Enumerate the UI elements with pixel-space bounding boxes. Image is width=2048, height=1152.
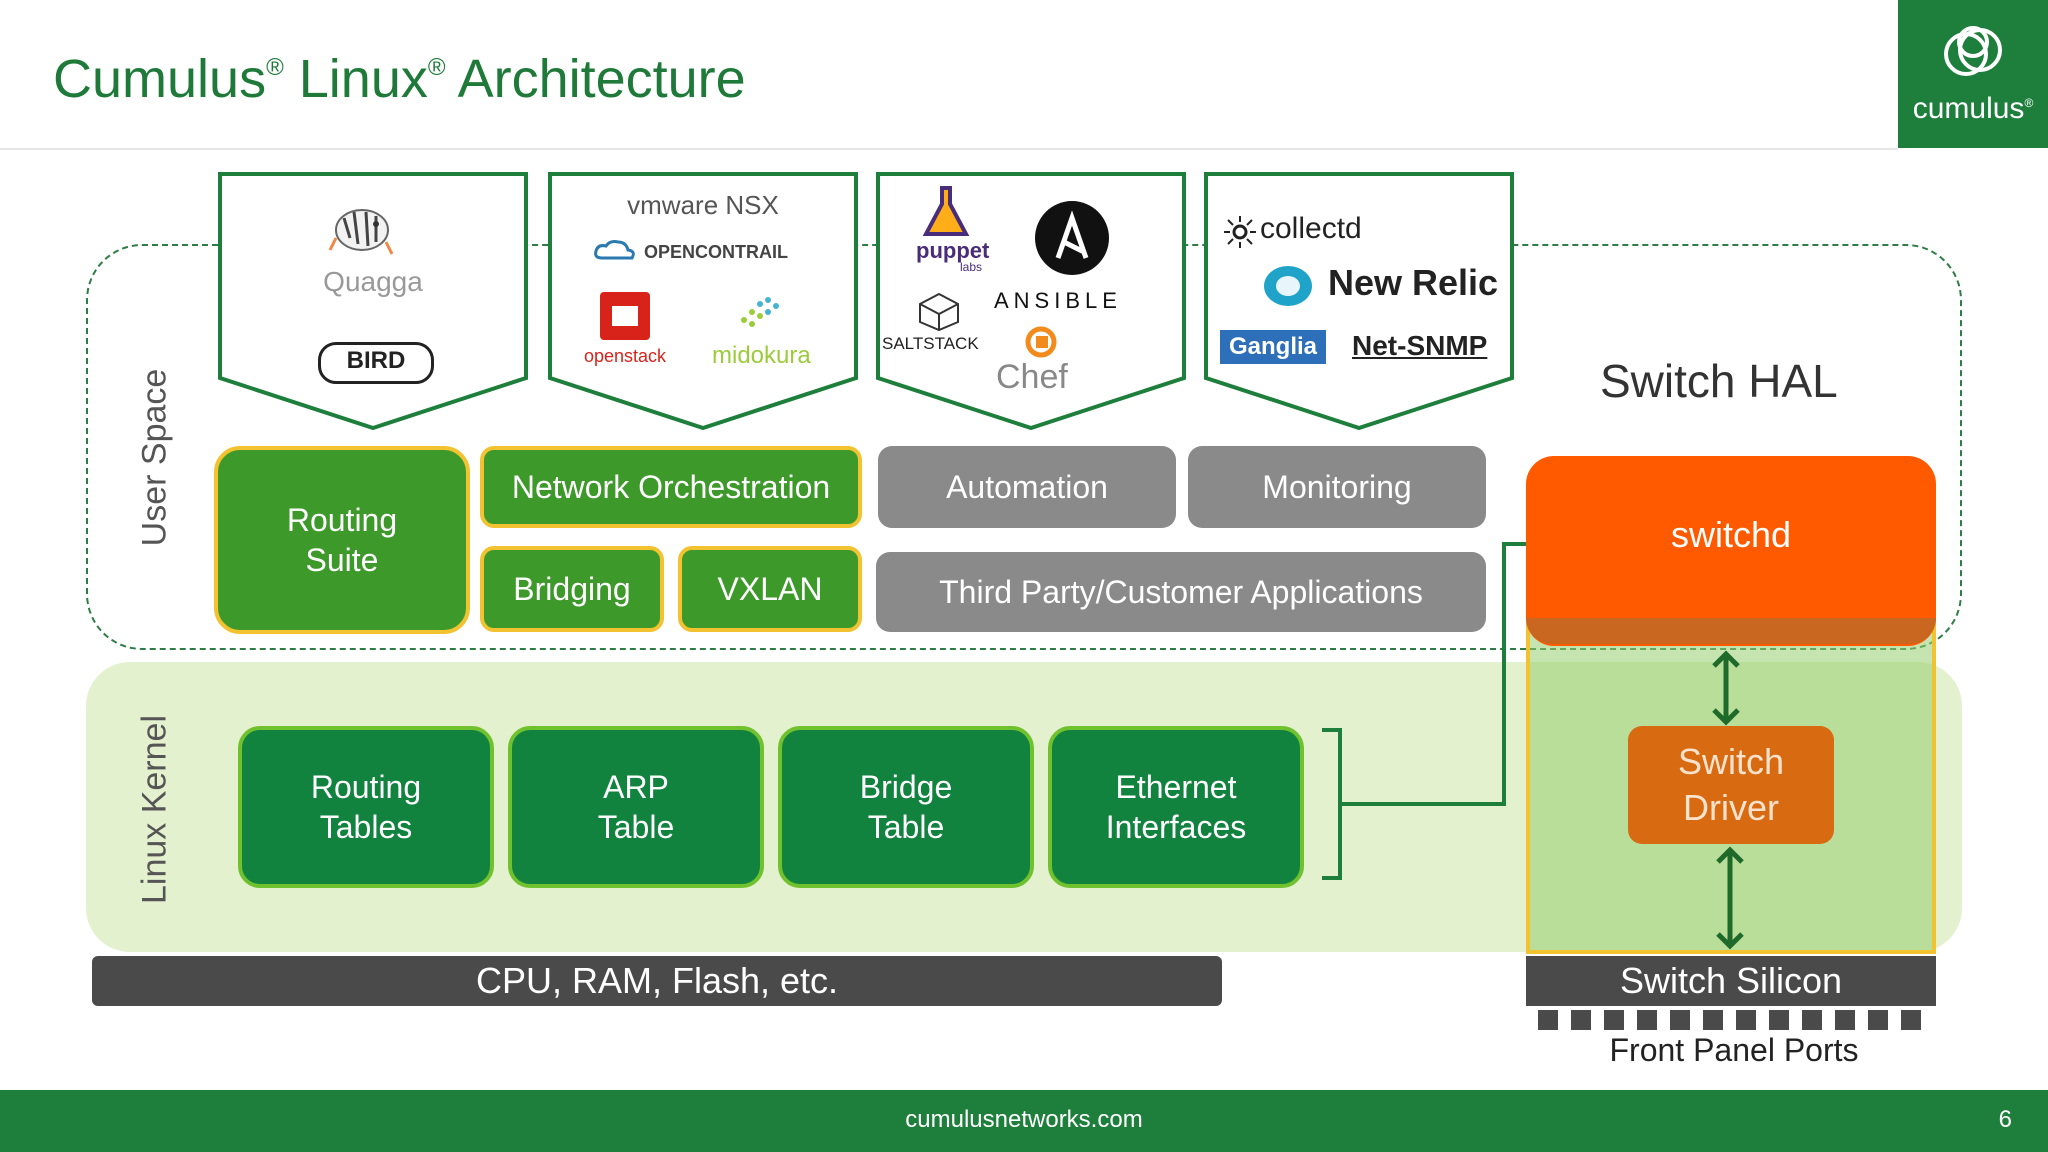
orchestration-logos-panel: vmware NSX OPENCONTRAIL openstack midoku… — [548, 172, 858, 430]
ansible-logo-text: ANSIBLE — [994, 288, 1122, 313]
routing-suite-box: Routing Suite — [214, 446, 470, 634]
ansible-icon — [1035, 201, 1109, 275]
cumulus-rings-icon — [1944, 26, 2002, 76]
automation-logos-panel: puppet labs ANSIBLE SALTSTACK Chef — [876, 172, 1186, 430]
network-orchestration-box: Network Orchestration — [480, 446, 862, 528]
puppet-labs-text: labs — [960, 260, 983, 274]
switchd-label: switchd — [1670, 514, 1792, 555]
opencontrail-logo-text: OPENCONTRAIL — [644, 242, 788, 262]
switchd-box: switchd — [1526, 456, 1936, 646]
quagga-zebra-icon — [328, 209, 394, 255]
arp-table-box: ARP Table — [508, 726, 764, 888]
driver-silicon-arrow-icon — [1716, 846, 1744, 950]
switchd-bottom-band — [1526, 618, 1936, 644]
chef-icon — [1025, 326, 1057, 358]
collectd-sun-icon — [1224, 216, 1256, 248]
bridging-box: Bridging — [480, 546, 664, 632]
ganglia-logo-text: Ganglia — [1220, 330, 1326, 364]
midokura-dots-icon — [741, 297, 779, 327]
cumulus-logo-text: cumulus® — [1912, 92, 2034, 125]
monitoring-logos-panel: collectd New Relic Ganglia Net-SNMP — [1204, 172, 1514, 430]
routing-logos-panel: Quagga BIRD — [218, 172, 528, 430]
bird-logo-text: BIRD — [318, 342, 434, 384]
saltstack-logo-text: SALTSTACK — [882, 334, 979, 353]
page-number: 6 — [1998, 1106, 2012, 1133]
ethernet-interfaces-box: Ethernet Interfaces — [1048, 726, 1304, 888]
routing-tables-box: Routing Tables — [238, 726, 494, 888]
switch-driver-box: Switch Driver — [1628, 726, 1834, 844]
new-relic-icon — [1264, 266, 1312, 306]
kernel-to-switchd-connector — [1322, 542, 1528, 880]
chef-logo-text: Chef — [996, 358, 1068, 396]
vxlan-box: VXLAN — [678, 546, 862, 632]
linux-kernel-label: Linux Kernel — [135, 715, 174, 905]
saltstack-cube-icon — [919, 292, 959, 332]
opencontrail-cloud-icon — [594, 240, 635, 260]
automation-box: Automation — [878, 446, 1176, 528]
third-party-apps-box: Third Party/Customer Applications — [876, 552, 1486, 632]
footer-bar: cumulusnetworks.com 6 — [0, 1090, 2048, 1152]
collectd-logo-text: collectd — [1260, 212, 1362, 245]
header-divider — [0, 148, 1898, 150]
puppet-flask-icon — [922, 186, 970, 236]
cumulus-logo: cumulus® — [1898, 0, 2048, 148]
midokura-logo-text: midokura — [712, 342, 811, 369]
front-panel-ports-icon — [1538, 1010, 1921, 1030]
monitoring-box: Monitoring — [1188, 446, 1486, 528]
switch-silicon-bar: Switch Silicon — [1526, 956, 1936, 1006]
openstack-icon — [600, 292, 650, 340]
new-relic-logo-text: New Relic — [1328, 262, 1499, 303]
switchd-driver-arrow-icon — [1712, 650, 1740, 726]
slide-title: Cumulus® Linux® Architecture — [53, 49, 746, 109]
cpu-ram-flash-bar: CPU, RAM, Flash, etc. — [92, 956, 1222, 1006]
switch-hal-label: Switch HAL — [1600, 355, 1838, 407]
vmware-nsx-logo-text: vmware NSX — [627, 190, 779, 220]
net-snmp-logo-text: Net-SNMP — [1352, 330, 1488, 361]
openstack-logo-text: openstack — [584, 346, 667, 366]
front-panel-ports-label: Front Panel Ports — [1609, 1032, 1859, 1068]
quagga-logo-text: Quagga — [323, 266, 423, 297]
footer-url[interactable]: cumulusnetworks.com — [905, 1106, 1143, 1133]
user-space-label: User Space — [135, 368, 174, 547]
bridge-table-box: Bridge Table — [778, 726, 1034, 888]
puppet-logo-text: puppet — [916, 238, 990, 263]
